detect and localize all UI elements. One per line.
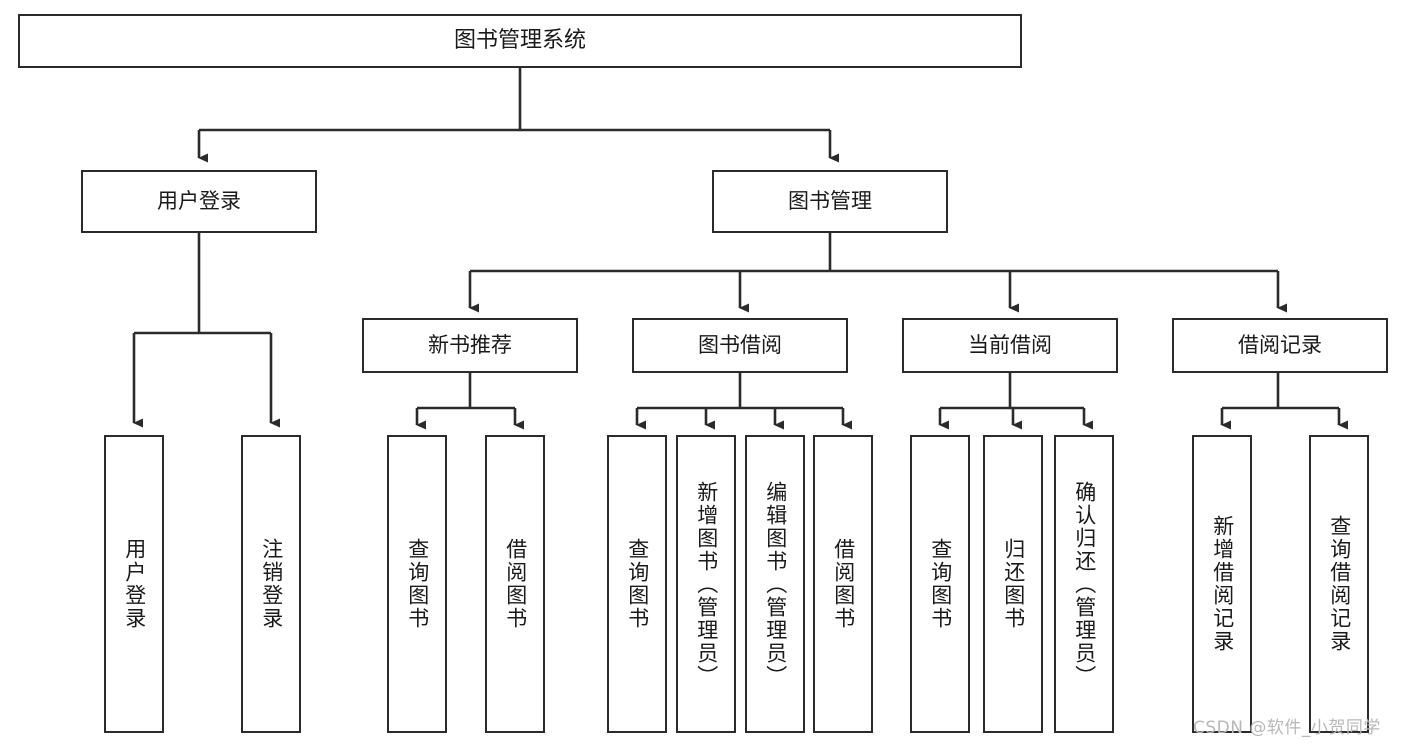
node-leaf-query-record-label: 查询借阅记录 <box>1327 515 1352 653</box>
node-root[interactable]: 图书管理系统 <box>18 14 1022 68</box>
watermark-text: CSDN @软件_小贺同学 <box>1193 718 1381 738</box>
node-book-manage-label: 图书管理 <box>788 188 872 213</box>
node-leaf-user-login[interactable]: 用户登录 <box>104 435 164 733</box>
node-leaf-edit-book-label: 编辑图书（管理员） <box>763 480 788 688</box>
node-leaf-add-book[interactable]: 新增图书（管理员） <box>676 435 736 733</box>
node-leaf-borrow-book-2-label: 借阅图书 <box>831 538 856 630</box>
node-borrow-record-label: 借阅记录 <box>1238 332 1322 357</box>
node-leaf-query-book-1[interactable]: 查询图书 <box>387 435 447 733</box>
node-current-borrow[interactable]: 当前借阅 <box>902 318 1118 373</box>
node-leaf-logout-label: 注销登录 <box>259 538 284 630</box>
node-leaf-user-login-label: 用户登录 <box>122 538 147 630</box>
node-book-borrow[interactable]: 图书借阅 <box>632 318 848 373</box>
node-leaf-borrow-book-1-label: 借阅图书 <box>503 538 528 630</box>
node-new-book-recommend-label: 新书推荐 <box>428 332 512 357</box>
node-leaf-add-record[interactable]: 新增借阅记录 <box>1192 435 1252 733</box>
node-leaf-query-book-3-label: 查询图书 <box>928 538 953 630</box>
node-leaf-add-book-label: 新增图书（管理员） <box>694 480 719 688</box>
node-leaf-query-book-2[interactable]: 查询图书 <box>607 435 667 733</box>
node-leaf-edit-book[interactable]: 编辑图书（管理员） <box>745 435 805 733</box>
node-leaf-add-record-label: 新增借阅记录 <box>1210 515 1235 653</box>
node-leaf-query-book-1-label: 查询图书 <box>405 538 430 630</box>
node-leaf-logout[interactable]: 注销登录 <box>241 435 301 733</box>
node-book-borrow-label: 图书借阅 <box>698 332 782 357</box>
node-user-login-label: 用户登录 <box>157 188 241 213</box>
node-leaf-return-book-label: 归还图书 <box>1001 538 1026 630</box>
node-leaf-query-book-2-label: 查询图书 <box>625 538 650 630</box>
node-current-borrow-label: 当前借阅 <box>968 332 1052 357</box>
node-leaf-query-record[interactable]: 查询借阅记录 <box>1309 435 1369 733</box>
node-borrow-record[interactable]: 借阅记录 <box>1172 318 1388 373</box>
node-leaf-borrow-book-2[interactable]: 借阅图书 <box>813 435 873 733</box>
node-user-login[interactable]: 用户登录 <box>81 170 317 233</box>
node-book-manage[interactable]: 图书管理 <box>712 170 948 233</box>
node-leaf-borrow-book-1[interactable]: 借阅图书 <box>485 435 545 733</box>
node-leaf-return-book[interactable]: 归还图书 <box>983 435 1043 733</box>
node-leaf-confirm-return-label: 确认归还（管理员） <box>1072 480 1097 688</box>
node-new-book-recommend[interactable]: 新书推荐 <box>362 318 578 373</box>
node-root-label: 图书管理系统 <box>453 27 586 53</box>
node-leaf-confirm-return[interactable]: 确认归还（管理员） <box>1054 435 1114 733</box>
node-leaf-query-book-3[interactable]: 查询图书 <box>910 435 970 733</box>
